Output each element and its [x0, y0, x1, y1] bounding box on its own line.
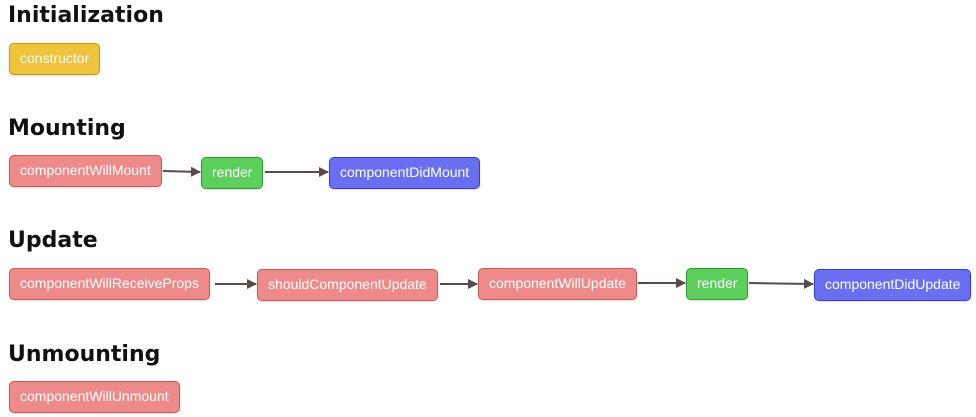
- node-component-will-mount: componentWillMount: [9, 155, 162, 187]
- node-component-will-unmount: componentWillUnmount: [9, 381, 180, 413]
- node-constructor: constructor: [9, 43, 101, 75]
- node-component-will-receive-props: componentWillReceiveProps: [9, 268, 210, 300]
- node-component-will-update: componentWillUpdate: [478, 268, 637, 300]
- section-title-unmounting: Unmounting: [8, 342, 161, 367]
- section-title-update: Update: [8, 228, 98, 253]
- arrow-render-to-didupdate: [748, 278, 814, 289]
- node-render-mounting: render: [201, 157, 264, 189]
- node-component-did-mount: componentDidMount: [329, 157, 481, 189]
- node-component-did-update: componentDidUpdate: [814, 269, 972, 301]
- arrow-willmount-to-render: [162, 166, 201, 177]
- section-title-mounting: Mounting: [8, 116, 126, 141]
- node-render-update: render: [686, 268, 749, 300]
- section-title-initialization: Initialization: [8, 3, 164, 28]
- node-should-component-update: shouldComponentUpdate: [257, 269, 438, 301]
